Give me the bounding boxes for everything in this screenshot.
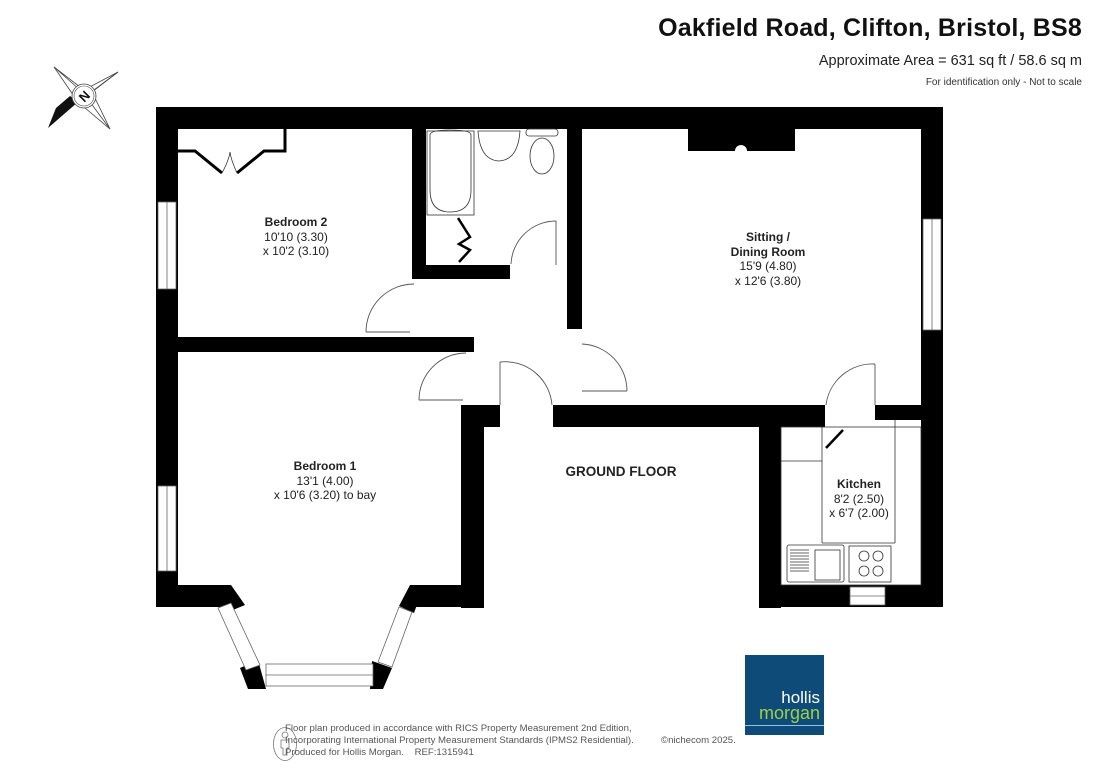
room-name: Kitchen [836,477,881,491]
scale-disclaimer: For identification only - Not to scale [925,77,1082,88]
logo-line-1: hollis [781,688,820,707]
room-dimension: x 6'7 (2.00) [829,506,889,520]
room-dimension: x 10'6 (3.20) to bay [273,488,377,502]
footer-line: Floor plan produced in accordance with R… [285,723,632,734]
north-compass-icon: N [48,66,119,130]
person-icon [273,727,297,761]
room-name: Dining Room [730,244,806,259]
room-name: Bedroom 2 [264,215,328,229]
room-bedroom-1: Bedroom 1 13'1 (4.00) x 10'6 (3.20) to b… [274,459,376,503]
floor-label: GROUND FLOOR [565,464,677,479]
approximate-area: Approximate Area = 631 sq ft / 58.6 sq m [818,53,1082,69]
hollis-morgan-logo: hollis morgan [745,655,824,735]
room-dimension: x 12'6 (3.80) [734,273,802,288]
logo-line-2: morgan [758,703,820,723]
room-name: Sitting / [746,230,790,244]
room-dimension: 10'10 (3.30) [264,229,328,244]
copyright: ©nichecom 2025. [661,735,736,746]
room-dimension: x 10'2 (3.10) [262,244,330,258]
room-bedroom-2: Bedroom 2 10'10 (3.30) x 10'2 (3.10) [263,215,329,259]
room-sitting-dining: Sitting / Dining Room 15'9 (4.80) x 12'6… [731,230,806,288]
footer-line: Incorporating International Property Mea… [285,735,634,747]
logo-divider [745,725,824,726]
room-dimension: 8'2 (2.50) [833,491,885,506]
room-dimension: 13'1 (4.00) [296,473,354,488]
property-title: Oakfield Road, Clifton, Bristol, BS8 [658,14,1082,42]
room-kitchen: Kitchen 8'2 (2.50) x 6'7 (2.00) [829,477,889,521]
footer-line: Produced for Hollis Morgan. REF:1315941 [285,747,474,759]
room-name: Bedroom 1 [293,459,357,473]
footer-notes: Floor plan produced in accordance with R… [285,723,634,760]
room-dimension: 15'9 (4.80) [739,259,797,273]
